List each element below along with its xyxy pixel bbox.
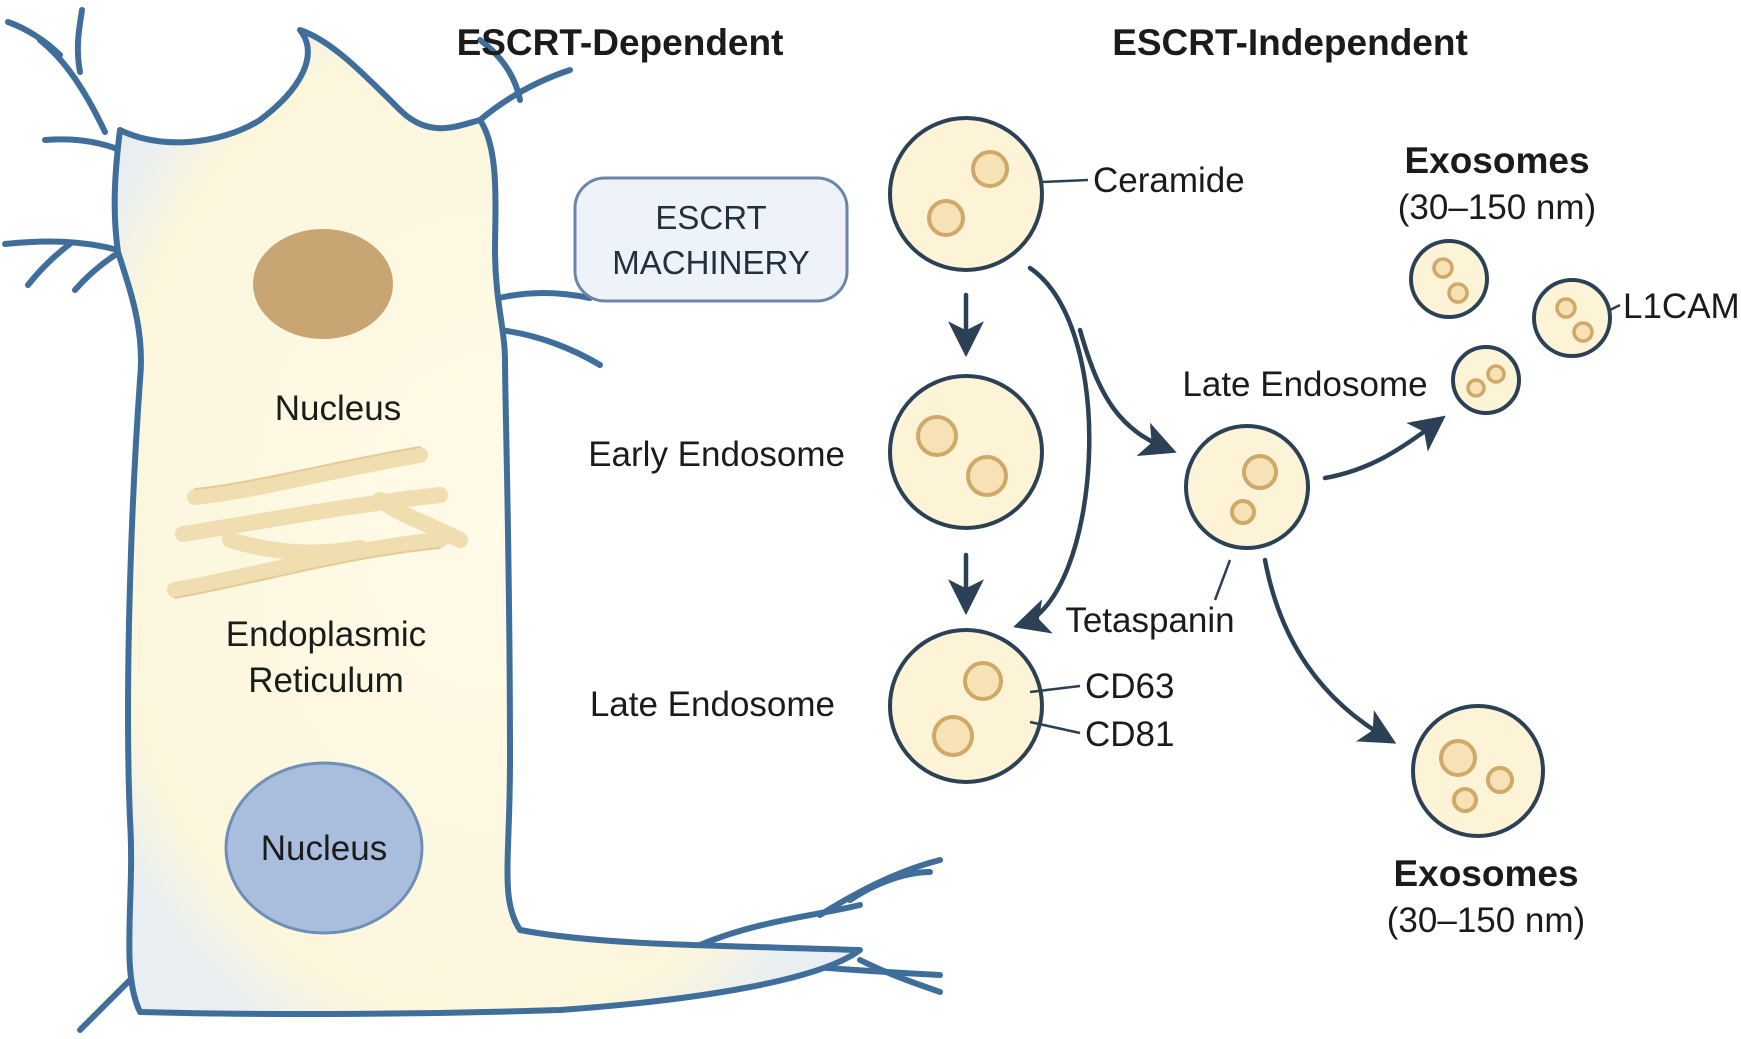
er-outline xyxy=(174,446,441,599)
nucleus-brown xyxy=(253,229,393,339)
exosome-large-bottom xyxy=(1411,704,1545,838)
er-label-line1: Endoplasmic xyxy=(226,615,426,654)
arrow-ceramide-to-right-late xyxy=(1077,327,1177,457)
cd63-label: CD63 xyxy=(1085,667,1174,706)
nucleus-blue xyxy=(224,761,424,935)
nucleus-bottom-label: Nucleus xyxy=(261,829,387,868)
arrow-ceramide-to-late-endosome xyxy=(1013,265,1092,634)
l1cam-label: L1CAM xyxy=(1623,287,1740,326)
exosomes-bottom-title: Exosomes xyxy=(1393,853,1578,894)
escrt-machinery-box: ESCRT MACHINERY xyxy=(573,176,849,303)
neuron-cell: Nucleus Endoplasmic Reticulum Nucleus xyxy=(2,7,943,1033)
leader-lines xyxy=(1029,178,1621,735)
leader-cd81 xyxy=(1029,720,1081,735)
escrt-independent-heading: ESCRT-Independent xyxy=(1112,22,1468,63)
endoplasmic-reticulum xyxy=(167,447,468,598)
vesicle-late-endosome-right xyxy=(1184,424,1310,550)
exosome-small-1 xyxy=(1409,239,1489,319)
leader-ceramide xyxy=(1041,178,1089,184)
exosomes-top-size: (30–150 nm) xyxy=(1398,188,1596,227)
exosome-small-3 xyxy=(1451,345,1521,415)
late-endosome-left-label: Late Endosome xyxy=(590,685,835,724)
arrow-right-late-to-exosomes-top xyxy=(1322,415,1446,481)
leader-tetraspanin xyxy=(1213,559,1232,601)
escrt-dependent-heading: ESCRT-Dependent xyxy=(457,22,784,63)
leader-l1cam xyxy=(1609,303,1621,312)
vesicle-ceramide xyxy=(888,116,1044,272)
pathway-arrows xyxy=(948,265,1446,744)
vesicle-late-endosome-left xyxy=(888,628,1044,784)
leader-cd63 xyxy=(1029,684,1081,694)
vesicle-early-endosome xyxy=(888,374,1044,530)
exosome-small-2 xyxy=(1532,278,1612,358)
ceramide-label: Ceramide xyxy=(1093,161,1245,200)
exosomes-bottom-size: (30–150 nm) xyxy=(1387,901,1585,940)
er-label-line2: Reticulum xyxy=(248,661,404,700)
exosomes-top-title: Exosomes xyxy=(1404,140,1589,181)
late-endosome-right-label: Late Endosome xyxy=(1182,365,1427,404)
escrt-box-line1: ESCRT xyxy=(655,199,766,236)
early-endosome-label: Early Endosome xyxy=(588,435,845,474)
tetraspanin-label: Tetaspanin xyxy=(1065,601,1234,640)
cd81-label: CD81 xyxy=(1085,715,1174,754)
arrow-right-late-to-exosomes-bottom xyxy=(1262,557,1397,744)
nucleus-top-label: Nucleus xyxy=(275,389,401,428)
escrt-box-line2: MACHINERY xyxy=(612,244,809,281)
